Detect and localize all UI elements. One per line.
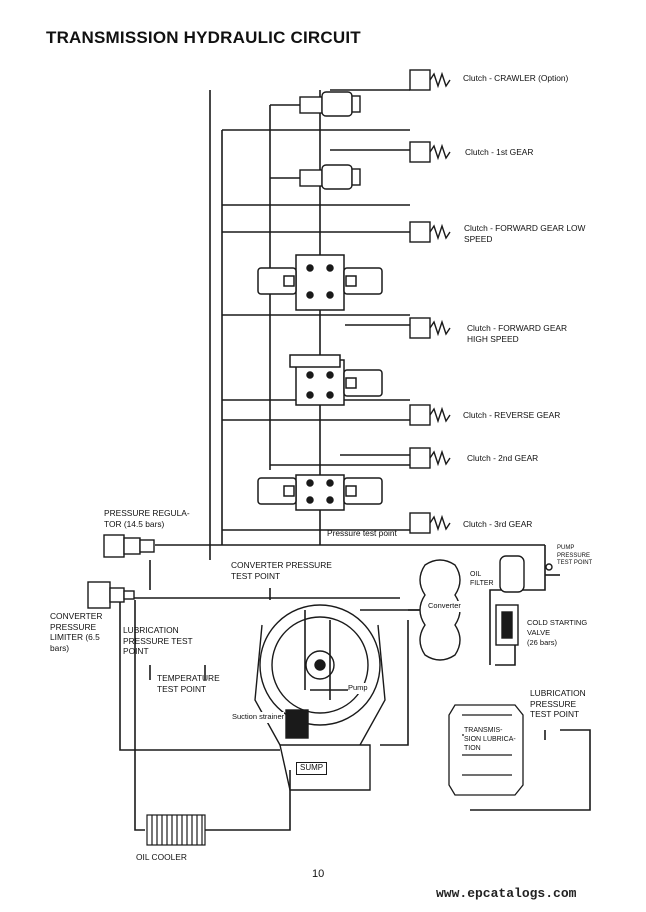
- pump-pressure-test-point-label: PUMP PRESSURE TEST POINT: [557, 545, 593, 566]
- clutch-2nd-label: Clutch - 2nd GEAR: [467, 453, 539, 463]
- clutch-2nd-symbol: [409, 447, 451, 469]
- converter-pressure-test-point-label: CONVERTER PRESSURE TEST POINT: [231, 560, 332, 581]
- oil-filter-label: OIL FILTER: [470, 571, 494, 587]
- solenoid-valve-1st: [299, 164, 361, 190]
- clutch-reverse-label: Clutch - REVERSE GEAR: [463, 410, 561, 420]
- sump-label: SUMP: [296, 762, 328, 775]
- page-number: 10: [312, 868, 325, 880]
- lubrication-pressure-test-point-right-label: LUBRICATION PRESSURE TEST POINT: [530, 688, 586, 719]
- converter-label: Converter: [428, 601, 461, 612]
- converter-pressure-limiter-symbol: [87, 581, 135, 609]
- clutch-forward-high-label: Clutch - FORWARD GEAR HIGH SPEED: [467, 323, 568, 344]
- clutch-1st-symbol: [409, 141, 451, 163]
- suction-strainer-label: Suction strainer: [232, 712, 285, 723]
- oil-cooler-label: OIL COOLER: [136, 852, 187, 862]
- pressure-regulator-label: PRESSURE REGULA- TOR (14.5 bars): [104, 508, 190, 529]
- cold-starting-valve-label: COLD STARTING VALVE (26 bars): [527, 618, 588, 647]
- torque-converter-housing: [254, 604, 386, 791]
- clutch-forward-low-label: Clutch - FORWARD GEAR LOW SPEED: [464, 223, 586, 244]
- valve-blocks: [257, 254, 383, 511]
- oil-filter-symbol: [499, 555, 525, 593]
- pressure-regulator-symbol: [103, 534, 155, 558]
- clutch-crawler-symbol: [409, 69, 451, 91]
- clutch-3rd-label: Clutch - 3rd GEAR: [463, 519, 533, 529]
- pressure-test-point-label: Pressure test point: [327, 528, 397, 538]
- oil-cooler-symbol: [146, 814, 206, 846]
- cold-starting-valve-symbol: [495, 604, 519, 646]
- suction-strainer-symbol: [285, 709, 309, 739]
- valve-block-gears: [257, 474, 383, 511]
- solenoid-valve-crawler: [299, 91, 361, 117]
- clutch-symbols: [409, 69, 451, 534]
- clutch-3rd-symbol: [409, 512, 451, 534]
- clutch-crawler-label: Clutch - CRAWLER (Option): [463, 73, 569, 83]
- pump-pressure-test-point-symbol: [545, 563, 553, 571]
- clutch-forward-high-symbol: [409, 317, 451, 339]
- watermark: www.epcatalogs.com: [436, 886, 577, 901]
- pump-label: Pump: [348, 683, 368, 694]
- clutch-reverse-symbol: [409, 404, 451, 426]
- transmission-lubrication-label: TRANSMIS- SION LUBRICA- TION: [464, 726, 516, 753]
- clutch-1st-label: Clutch - 1st GEAR: [465, 147, 534, 157]
- clutch-forward-low-symbol: [409, 221, 451, 243]
- temperature-test-point-label: TEMPERATURE TEST POINT: [157, 673, 220, 694]
- valve-block-forward: [257, 254, 383, 311]
- page-title: TRANSMISSION HYDRAULIC CIRCUIT: [46, 28, 361, 47]
- solenoid-valves: [299, 91, 361, 190]
- valve-block-reverse: [289, 354, 383, 406]
- lubrication-pressure-test-point-left-label: LUBRICATION PRESSURE TEST POINT: [123, 625, 193, 656]
- converter-pressure-limiter-label: CONVERTER PRESSURE LIMITER (6.5 bars): [50, 611, 103, 653]
